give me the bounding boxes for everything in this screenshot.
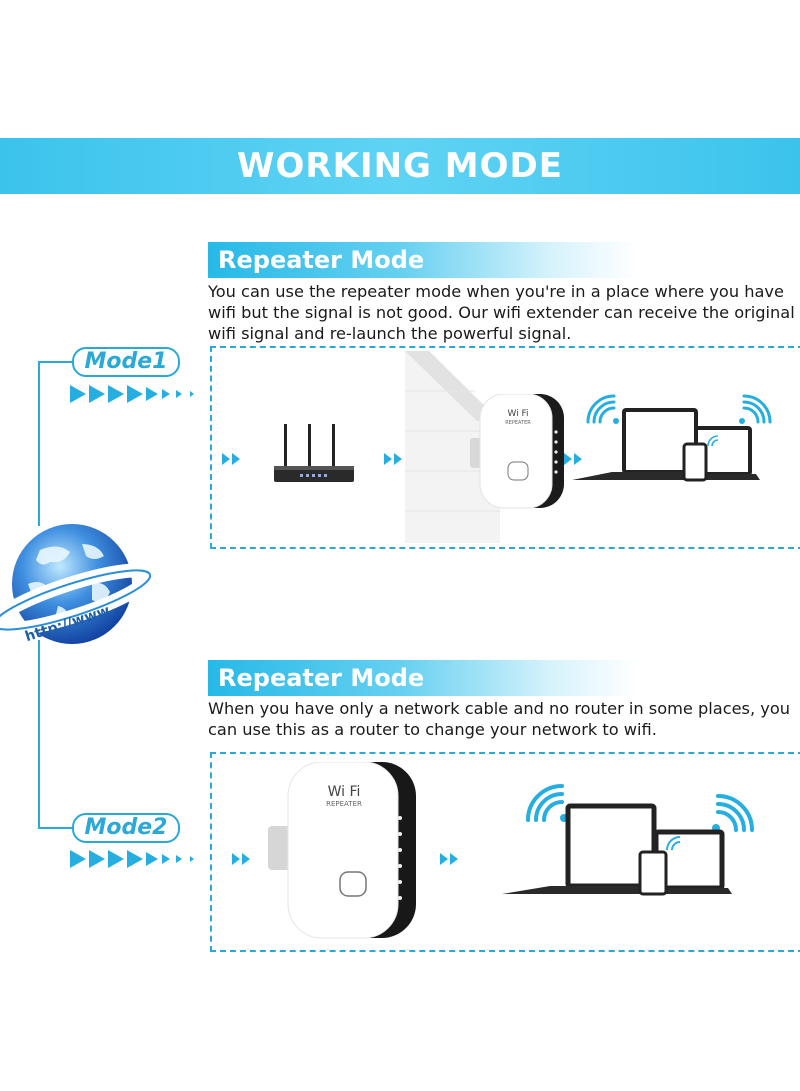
- wifi-signal-icon-2: [526, 784, 564, 822]
- section1-line-2: wifi but the signal is not good. Our wif…: [208, 303, 795, 322]
- connector-line-top: [38, 361, 40, 526]
- mode2-arrow-row: [70, 850, 194, 868]
- title-banner: [0, 138, 800, 194]
- mode2-arrow-1: [232, 853, 250, 865]
- mode2-diagram-box: [210, 752, 800, 952]
- device-model: REPEATER: [505, 420, 531, 426]
- section2-line-2: can use this as a router to change your …: [208, 720, 657, 739]
- devices-group-2: [502, 784, 754, 896]
- mode2-arrow-2: [440, 853, 458, 865]
- banner-title: WORKING MODE: [237, 146, 563, 186]
- mode1-arrow-4: [564, 453, 582, 465]
- device-brand-2: Wi Fi: [328, 784, 361, 800]
- section1-line-1: You can use the repeater mode when you'r…: [208, 282, 784, 301]
- globe-icon: http://www.: [0, 524, 158, 645]
- section1-line-3: wifi signal and re-launch the powerful s…: [208, 324, 572, 343]
- wifi-repeater-device-2: Wi Fi REPEATER: [268, 762, 416, 939]
- connector-line-bottom: [38, 640, 40, 828]
- devices-group-1: [572, 394, 772, 482]
- mode2-label: Mode2: [72, 813, 180, 843]
- mode1-arrow-2: [384, 453, 402, 465]
- connector-branch-2: [38, 827, 72, 829]
- connector-branch-1: [38, 361, 72, 363]
- section1-description: You can use the repeater mode when you'r…: [208, 281, 800, 344]
- wifi-signal-icon: [586, 394, 616, 424]
- device-brand: Wi Fi: [507, 409, 528, 419]
- device-model-2: REPEATER: [326, 800, 362, 808]
- section2-line-1: When you have only a network cable and n…: [208, 699, 791, 718]
- section1-heading: Repeater Mode: [208, 242, 638, 278]
- mode1-label: Mode1: [72, 347, 180, 377]
- section2-heading: Repeater Mode: [208, 660, 638, 696]
- section2-description: When you have only a network cable and n…: [208, 698, 800, 740]
- router-icon: [274, 424, 354, 482]
- wifi-repeater-device-1: Wi Fi REPEATER: [470, 394, 564, 509]
- mode1-diagram-box: [210, 346, 800, 549]
- mode1-arrow-row: [70, 385, 194, 403]
- mode1-arrow-1: [222, 453, 240, 465]
